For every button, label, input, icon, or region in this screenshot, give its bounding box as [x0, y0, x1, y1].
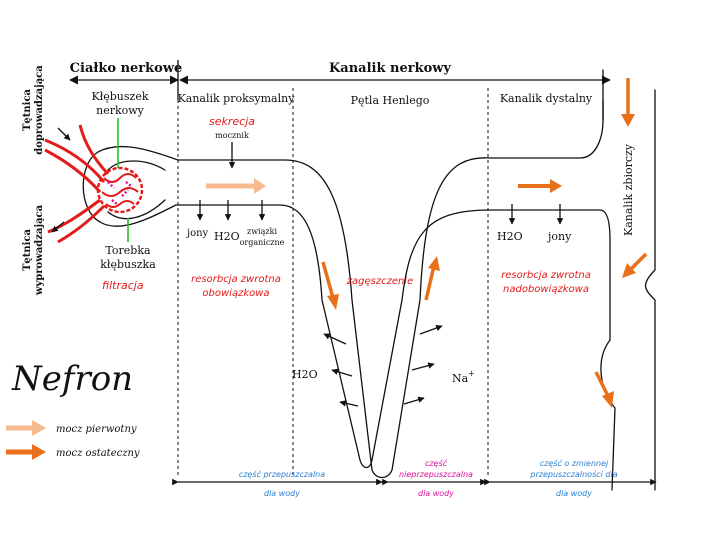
- dystalny-label: Kanalik dystalny: [500, 92, 593, 105]
- h2o-right-label: H2O: [497, 230, 523, 243]
- loop-right-tick-2: [411, 362, 435, 371]
- primary-urine-arrow-head: [254, 178, 266, 194]
- legend-label-final: mocz ostateczny: [56, 448, 140, 459]
- legend-swatch-final-head: [32, 444, 46, 460]
- cialko-label: Ciałko nerkowe: [70, 61, 183, 76]
- proksymalny-label: Kanalik proksymalny: [178, 92, 296, 105]
- resorbcja-nadobow-label-2: nadobowiązkowa: [503, 284, 589, 295]
- filtracja-label: filtracja: [102, 279, 144, 292]
- ascending-arrow-shaft: [424, 265, 436, 301]
- na-label: Na: [452, 372, 469, 385]
- loop-left-tick-1: [323, 333, 347, 345]
- duct-arrow-3-head: [602, 391, 614, 408]
- klebuszek-label-1: Kłębuszek: [91, 90, 148, 103]
- legend-label-primary: mocz pierwotny: [56, 424, 137, 435]
- duct-arrow-2-head: [622, 263, 636, 278]
- afferent-2: [44, 148, 102, 193]
- legend-swatch-primary-head: [32, 420, 46, 436]
- resorbcja-obow-label-1: resorbcja zwrotna: [191, 274, 281, 285]
- urine-arrows: [206, 78, 648, 408]
- resorbcja-nadobow-label-1: resorbcja zwrotna: [501, 270, 591, 281]
- duct-left-wall: [600, 239, 616, 491]
- loop-left-tick-2: [331, 368, 353, 377]
- duct-right-wall: [644, 89, 656, 491]
- capsule-inner-bottom: [107, 199, 166, 220]
- capsule-inner-top: [107, 160, 166, 171]
- permeability-bars: część przepuszczalna dla wody część niep…: [172, 458, 657, 498]
- arteries: [44, 124, 110, 244]
- sekrecja-label: sekrecja: [209, 115, 255, 128]
- nieprzepuszczalna-label-2: nieprzepuszczalna: [399, 470, 473, 479]
- loop-left-tick-3: [339, 400, 359, 407]
- nieprzepuszczalna-label-3: dla wody: [418, 489, 454, 498]
- afferent-flow-arrow: [57, 127, 71, 141]
- wyprowadzajaca-label-1: Tętnica: [22, 228, 33, 271]
- tubule: [175, 69, 611, 479]
- zmienna-label-3: dla wody: [556, 489, 592, 498]
- collecting-duct: [600, 89, 656, 491]
- przepuszczalna-label-2: dla wody: [264, 489, 300, 498]
- przepuszczalna-label-1: część przepuszczalna: [239, 469, 325, 479]
- nieprzepuszczalna-label-1: część: [425, 458, 448, 468]
- section-bars: Ciałko nerkowe Kanalik nerkowy: [69, 60, 611, 100]
- afferent-3: [78, 124, 110, 176]
- glomerulus-loops: [101, 173, 139, 208]
- h2o-left-label: H2O: [214, 230, 240, 243]
- tubule-upper-wall: [177, 69, 604, 479]
- duct-arrow-1-head: [621, 114, 635, 127]
- zbiorczy-label: Kanalik zbiorczy: [622, 143, 635, 236]
- capsule-outer: [82, 145, 179, 227]
- loop-right-tick-3: [403, 396, 425, 405]
- zageszczenie-label: zagęszczenie: [346, 276, 414, 287]
- torebka-label-2: kłębuszka: [100, 258, 156, 271]
- efferent-2: [57, 204, 106, 244]
- loop-right-tick-1: [419, 324, 443, 335]
- afferent-1: [44, 138, 106, 183]
- efferent-flow-arrow: [51, 221, 65, 233]
- glomerulus-pink: [107, 181, 132, 205]
- zmienna-label-2: przepuszczalności dla: [529, 469, 617, 479]
- flux-arrows: [196, 142, 564, 407]
- doprowadzajaca-label-1: Tętnica: [22, 88, 33, 131]
- duct-arrow-2-shaft: [628, 252, 648, 272]
- descending-arrow-shaft: [321, 261, 335, 299]
- h2o-loop-label: H2O: [292, 368, 318, 381]
- mocznik-label: mocznik: [215, 131, 249, 140]
- klebuszek-label-2: nerkowy: [96, 104, 145, 117]
- title: Nefron: [11, 359, 133, 399]
- zwiazki-label-1: związki: [247, 227, 277, 236]
- wyprowadzajaca-label-2: wyprowadzająca: [34, 204, 45, 296]
- zmienna-label-1: część o zmiennej: [540, 458, 609, 468]
- tubule-lower-wall: [175, 204, 611, 469]
- descending-arrow-head: [327, 294, 339, 310]
- henle-label: Pętla Henlego: [351, 94, 430, 107]
- legend: mocz pierwotny mocz ostateczny: [6, 420, 140, 460]
- final-urine-arrow-head: [550, 179, 562, 193]
- zwiazki-label-2: organiczne: [240, 238, 285, 247]
- ascending-arrow-head: [428, 256, 440, 271]
- bowman-capsule: [82, 145, 179, 227]
- na-sup-label: +: [468, 369, 475, 378]
- resorbcja-obow-label-2: obowiązkowa: [202, 288, 269, 299]
- region-dividers: [177, 88, 489, 478]
- jony-left-label: jony: [186, 228, 209, 239]
- kanalik-label: Kanalik nerkowy: [329, 61, 451, 76]
- doprowadzajaca-label-2: doprowadzająca: [34, 65, 45, 155]
- duct-arrow-3-shaft: [594, 371, 610, 397]
- jony-right-label: jony: [546, 230, 572, 243]
- glomerulus: [96, 166, 144, 214]
- torebka-label-1: Torebka: [105, 244, 151, 257]
